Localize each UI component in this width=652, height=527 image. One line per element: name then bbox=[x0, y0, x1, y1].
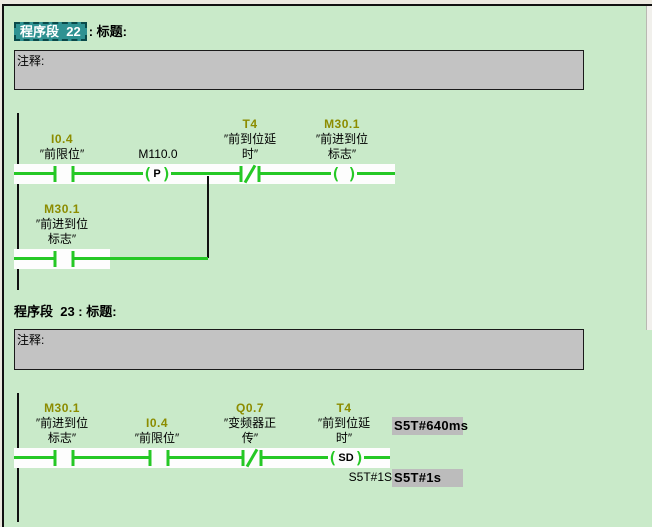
contact-gap bbox=[55, 171, 73, 178]
operand-symbol-label: 标志″ bbox=[327, 147, 357, 161]
coil-paren-left: ( bbox=[330, 164, 341, 183]
window-top-border bbox=[0, 4, 652, 6]
operand-symbol-label: ″前到位延 bbox=[317, 416, 371, 430]
output-coil-symbol-m30-1[interactable]: ( ) bbox=[329, 164, 359, 184]
contact-bar-right bbox=[71, 450, 75, 466]
nc-contact-symbol-n23-q0-7[interactable] bbox=[241, 448, 263, 468]
coil-paren-right: ) bbox=[161, 164, 172, 183]
operand-label-n23-q0-7: Q0.7 ″变频器正 传″ bbox=[202, 401, 298, 446]
operand-label-m110-0: M110.0 bbox=[110, 147, 206, 162]
operand-label-n23-t4: T4 ″前到位延 时″ bbox=[296, 401, 392, 446]
operand-label-t4: T4 ″前到位延 时″ bbox=[202, 117, 298, 162]
contact-bar-left bbox=[239, 166, 243, 182]
contact-gap bbox=[150, 455, 168, 462]
network-23-title-text: 程序段 23 : 标题: bbox=[14, 304, 117, 319]
network-22-branch-wire-extension bbox=[110, 257, 208, 260]
operand-symbol-label: ″变频器正 bbox=[223, 416, 277, 430]
window-left-border bbox=[2, 4, 4, 527]
window-left-strip bbox=[0, 0, 2, 527]
operand-symbol-label: 时″ bbox=[335, 431, 353, 445]
operand-symbol-label: 传″ bbox=[241, 431, 259, 445]
nc-contact-symbol-t4[interactable] bbox=[239, 164, 261, 184]
operand-address-label: Q0.7 bbox=[235, 401, 264, 415]
monitor-value-box-640ms: S5T#640ms bbox=[392, 417, 469, 435]
network-22-rung1-band bbox=[14, 164, 395, 184]
network-22-title: 程序段 22: 标题: bbox=[14, 22, 127, 41]
coil-paren-left: ( bbox=[327, 448, 338, 467]
no-contact-symbol-i0-4[interactable] bbox=[53, 166, 75, 182]
contact-gap bbox=[55, 256, 73, 263]
coil-paren-right: ) bbox=[354, 448, 365, 467]
operand-symbol-label: ″前进到位 bbox=[35, 217, 89, 231]
operand-symbol-label: ″前进到位 bbox=[35, 416, 89, 430]
network-23-rung-wire bbox=[14, 456, 390, 459]
network-23-comment-box[interactable]: 注释: bbox=[14, 329, 584, 370]
timer-time-value-label[interactable]: S5T#1S bbox=[348, 470, 392, 484]
operand-address-label: I0.4 bbox=[145, 416, 168, 430]
coil-paren-left: ( bbox=[142, 164, 153, 183]
contact-bar-right bbox=[166, 450, 170, 466]
network-22-rung1-wire bbox=[14, 172, 395, 175]
network-22-comment-label: 注释: bbox=[17, 54, 45, 68]
no-contact-symbol-branch-m30-1[interactable] bbox=[53, 251, 75, 267]
contact-bar-right bbox=[257, 166, 261, 182]
contact-bar-left bbox=[53, 251, 57, 267]
operand-address-label: I0.4 bbox=[50, 132, 73, 146]
contact-bar-left bbox=[53, 450, 57, 466]
network-22-power-rail bbox=[17, 113, 19, 290]
pulse-coil-symbol-m110-0[interactable]: ( P ) bbox=[141, 164, 173, 184]
coil-paren-right: ) bbox=[347, 164, 358, 183]
operand-label-i0-4: I0.4 ″前限位″ bbox=[14, 132, 110, 162]
window-right-edge bbox=[646, 6, 652, 330]
coil-operation-label: P bbox=[153, 168, 161, 180]
operand-symbol-label: ″前限位″ bbox=[39, 147, 85, 161]
operand-symbol-label: 标志″ bbox=[47, 232, 77, 246]
network-22-title-chip[interactable]: 程序段 22 bbox=[14, 22, 87, 41]
no-contact-symbol-n23-m30-1[interactable] bbox=[53, 450, 75, 466]
operand-label-n23-i0-4: I0.4 ″前限位″ bbox=[109, 416, 205, 446]
contact-bar-right bbox=[259, 450, 263, 466]
operand-address-label: M30.1 bbox=[44, 202, 80, 216]
operand-address-label: M110.0 bbox=[138, 147, 178, 161]
contact-bar-right bbox=[71, 166, 75, 182]
branch-junction-line bbox=[207, 176, 209, 258]
coil-gap bbox=[328, 455, 364, 462]
no-contact-symbol-n23-i0-4[interactable] bbox=[148, 450, 170, 466]
operand-symbol-label: ″前进到位 bbox=[315, 132, 369, 146]
coil-gap bbox=[331, 171, 357, 178]
contact-bar-left bbox=[241, 450, 245, 466]
operand-address-label: T4 bbox=[336, 401, 352, 415]
network-23-comment-label: 注释: bbox=[17, 333, 45, 347]
operand-address-label: M30.1 bbox=[324, 117, 360, 131]
window-top-strip bbox=[0, 0, 652, 4]
operand-label-m30-1: M30.1 ″前进到位 标志″ bbox=[294, 117, 390, 162]
contact-gap bbox=[55, 455, 73, 462]
sd-timer-coil-symbol-t4[interactable]: ( SD ) bbox=[326, 448, 366, 468]
operand-symbol-label: 时″ bbox=[241, 147, 259, 161]
network-23-rung-band bbox=[14, 448, 390, 468]
contact-bar-left bbox=[148, 450, 152, 466]
contact-bar-left bbox=[53, 166, 57, 182]
contact-bar-right bbox=[71, 251, 75, 267]
network-22-comment-box[interactable]: 注释: bbox=[14, 50, 584, 90]
operand-label-n23-m30-1: M30.1 ″前进到位 标志″ bbox=[14, 401, 110, 446]
network-23-title[interactable]: 程序段 23 : 标题: bbox=[14, 301, 117, 320]
network-22-title-suffix[interactable]: : 标题: bbox=[88, 24, 127, 39]
operand-symbol-label: ″前到位延 bbox=[223, 132, 277, 146]
coil-gap bbox=[143, 171, 171, 178]
monitor-value-box-1s: S5T#1s bbox=[392, 469, 463, 487]
operand-symbol-label: 标志″ bbox=[47, 431, 77, 445]
operand-symbol-label: ″前限位″ bbox=[134, 431, 180, 445]
operand-address-label: M30.1 bbox=[44, 401, 80, 415]
operand-label-branch-m30-1: M30.1 ″前进到位 标志″ bbox=[14, 202, 110, 247]
operand-address-label: T4 bbox=[242, 117, 258, 131]
coil-operation-label: SD bbox=[338, 452, 354, 464]
